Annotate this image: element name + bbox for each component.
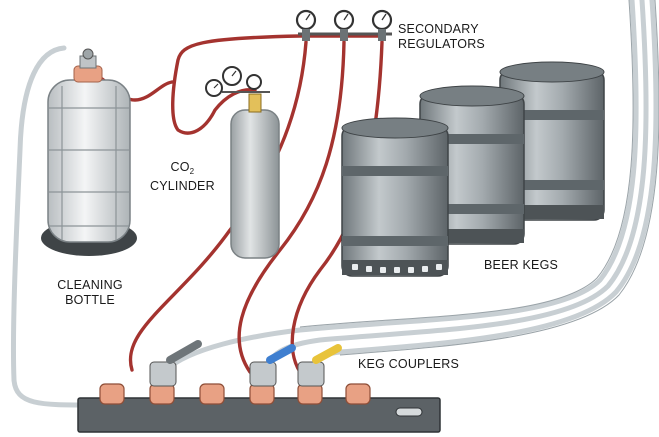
gauge-icon	[371, 9, 393, 41]
keg-couplers	[149, 340, 342, 387]
beer-keg-back	[499, 61, 605, 221]
cleaning-line	[10, 45, 93, 408]
beer-line-right-1	[163, 0, 639, 373]
secondary-regulators-line-2: REGULATORS	[398, 37, 485, 51]
gas-line-main	[171, 34, 382, 135]
keg-couplers-label: KEG COUPLERS	[358, 357, 460, 371]
beer-line-outlines	[299, 0, 659, 356]
co2-word: CYLINDER	[150, 179, 215, 193]
keg-coupler-left	[149, 340, 202, 387]
faucet-manifold	[77, 383, 441, 433]
co2-formula: CO2	[170, 160, 195, 176]
cleaning-bottle-line-2: BOTTLE	[65, 293, 115, 307]
gauge-icon	[333, 9, 355, 41]
co2-cylinder	[222, 91, 280, 259]
beer-line-right-2	[265, 0, 649, 371]
cleaning-bottle-line-1: CLEANING	[57, 278, 123, 292]
gauge-icon	[246, 74, 262, 90]
keg-coupler-yellow	[297, 344, 342, 387]
gas-line-reg-1	[128, 40, 308, 372]
secondary-regulators-line-1: SECONDARY	[398, 22, 479, 36]
faucet-shank	[99, 383, 371, 405]
co2-cylinder-label: CO2 CYLINDER	[150, 160, 215, 194]
primary-regulator-gauges	[205, 66, 262, 97]
cleaning-bottle-label: CLEANING BOTTLE	[50, 278, 130, 308]
cleaning-bottle	[41, 48, 137, 256]
beer-keg-front	[341, 117, 449, 277]
keg-coupler-blue	[249, 344, 296, 387]
gauge-icon	[295, 9, 317, 41]
beer-lines	[10, 0, 659, 408]
beer-kegs-label: BEER KEGS	[484, 258, 559, 272]
secondary-regulators	[295, 9, 393, 41]
co2-subscript: 2	[189, 167, 195, 176]
gas-line-reg-2	[237, 40, 346, 374]
secondary-regulators-label: SECONDARY REGULATORS	[398, 22, 485, 52]
